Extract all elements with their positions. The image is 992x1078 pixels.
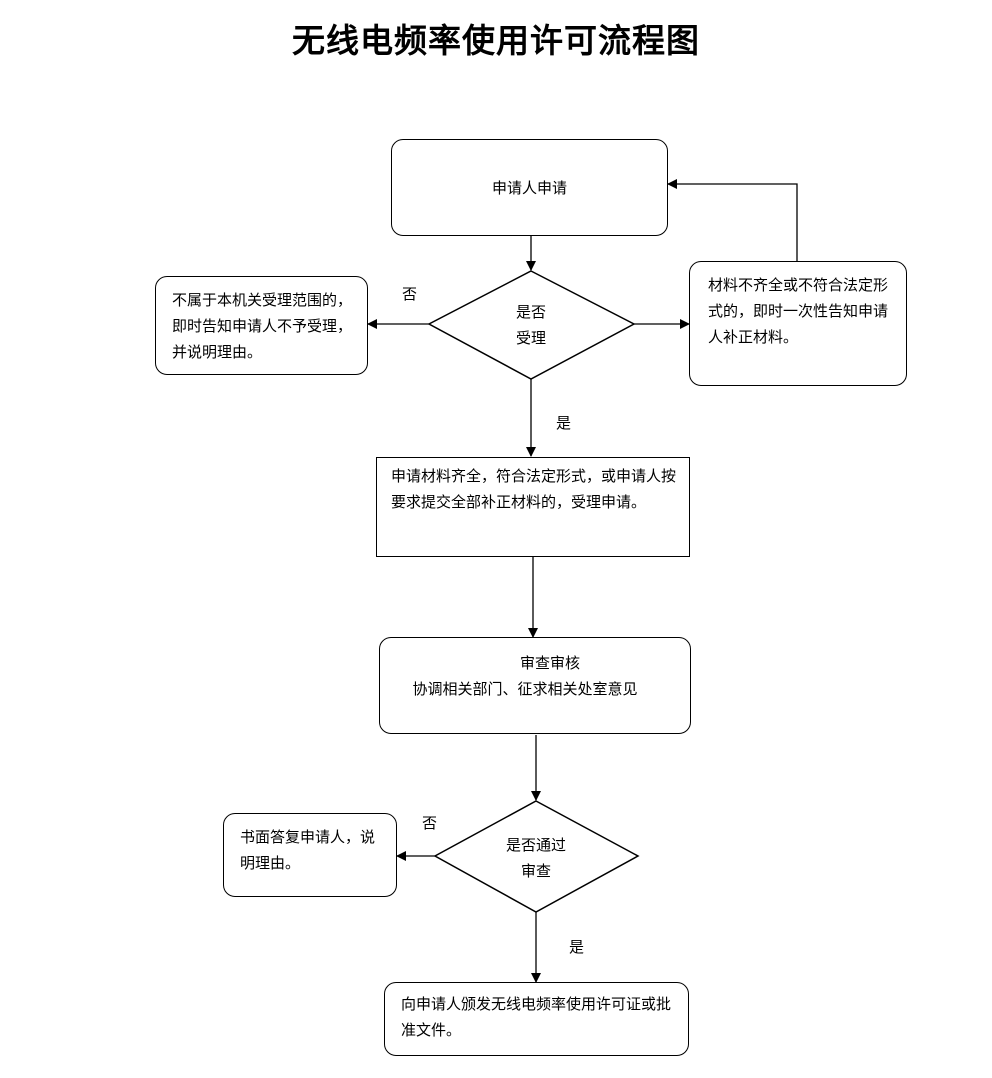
- edge-label-yes-accept: 是: [556, 414, 572, 432]
- diagram-title: 无线电频率使用许可流程图: [292, 21, 700, 60]
- arrow-supplement-back-to-apply: [667, 179, 798, 261]
- node-accepted-text: 申请材料齐全，符合法定形式，或申请人按要求提交全部补正材料的，受理申请。: [391, 467, 677, 511]
- node-reject-text: 不属于本机关受理范围的，即时告知申请人不予受理，并说明理由。: [172, 291, 353, 361]
- node-review: 审查审核 协调相关部门、征求相关处室意见: [379, 637, 691, 734]
- node-supplement: 材料不齐全或不符合法定形式的，即时一次性告知申请人补正材料。: [689, 261, 907, 386]
- node-apply-text: 申请人申请: [491, 178, 567, 197]
- node-deny-text: 书面答复申请人，说明理由。: [240, 828, 376, 872]
- edge-label-no-deny: 否: [422, 814, 438, 832]
- pass-decision-line1: 是否通过: [505, 836, 566, 854]
- pass-decision-text: 是否通过 审查: [476, 832, 596, 884]
- node-reject: 不属于本机关受理范围的，即时告知申请人不予受理，并说明理由。: [155, 276, 368, 375]
- node-accepted: 申请材料齐全，符合法定形式，或申请人按要求提交全部补正材料的，受理申请。: [376, 457, 690, 557]
- node-apply: 申请人申请: [391, 139, 668, 236]
- edge-label-no-reject: 否: [402, 285, 418, 303]
- accept-decision-line1: 是否: [515, 303, 546, 321]
- accept-decision-line2: 受理: [515, 329, 546, 347]
- node-issue: 向申请人颁发无线电频率使用许可证或批准文件。: [384, 982, 689, 1056]
- accept-decision-diamond: [427, 270, 636, 380]
- node-supplement-text: 材料不齐全或不符合法定形式的，即时一次性告知申请人补正材料。: [708, 276, 889, 346]
- node-issue-text: 向申请人颁发无线电频率使用许可证或批准文件。: [401, 995, 672, 1039]
- node-review-title: 审查审核: [519, 654, 580, 672]
- node-review-desc: 协调相关部门、征求相关处室意见: [412, 680, 638, 698]
- node-deny: 书面答复申请人，说明理由。: [223, 813, 397, 897]
- pass-decision-line2: 审查: [520, 862, 551, 880]
- accept-decision-text: 是否 受理: [471, 299, 591, 351]
- edge-label-yes-issue: 是: [569, 938, 585, 956]
- pass-decision-diamond: [433, 800, 640, 913]
